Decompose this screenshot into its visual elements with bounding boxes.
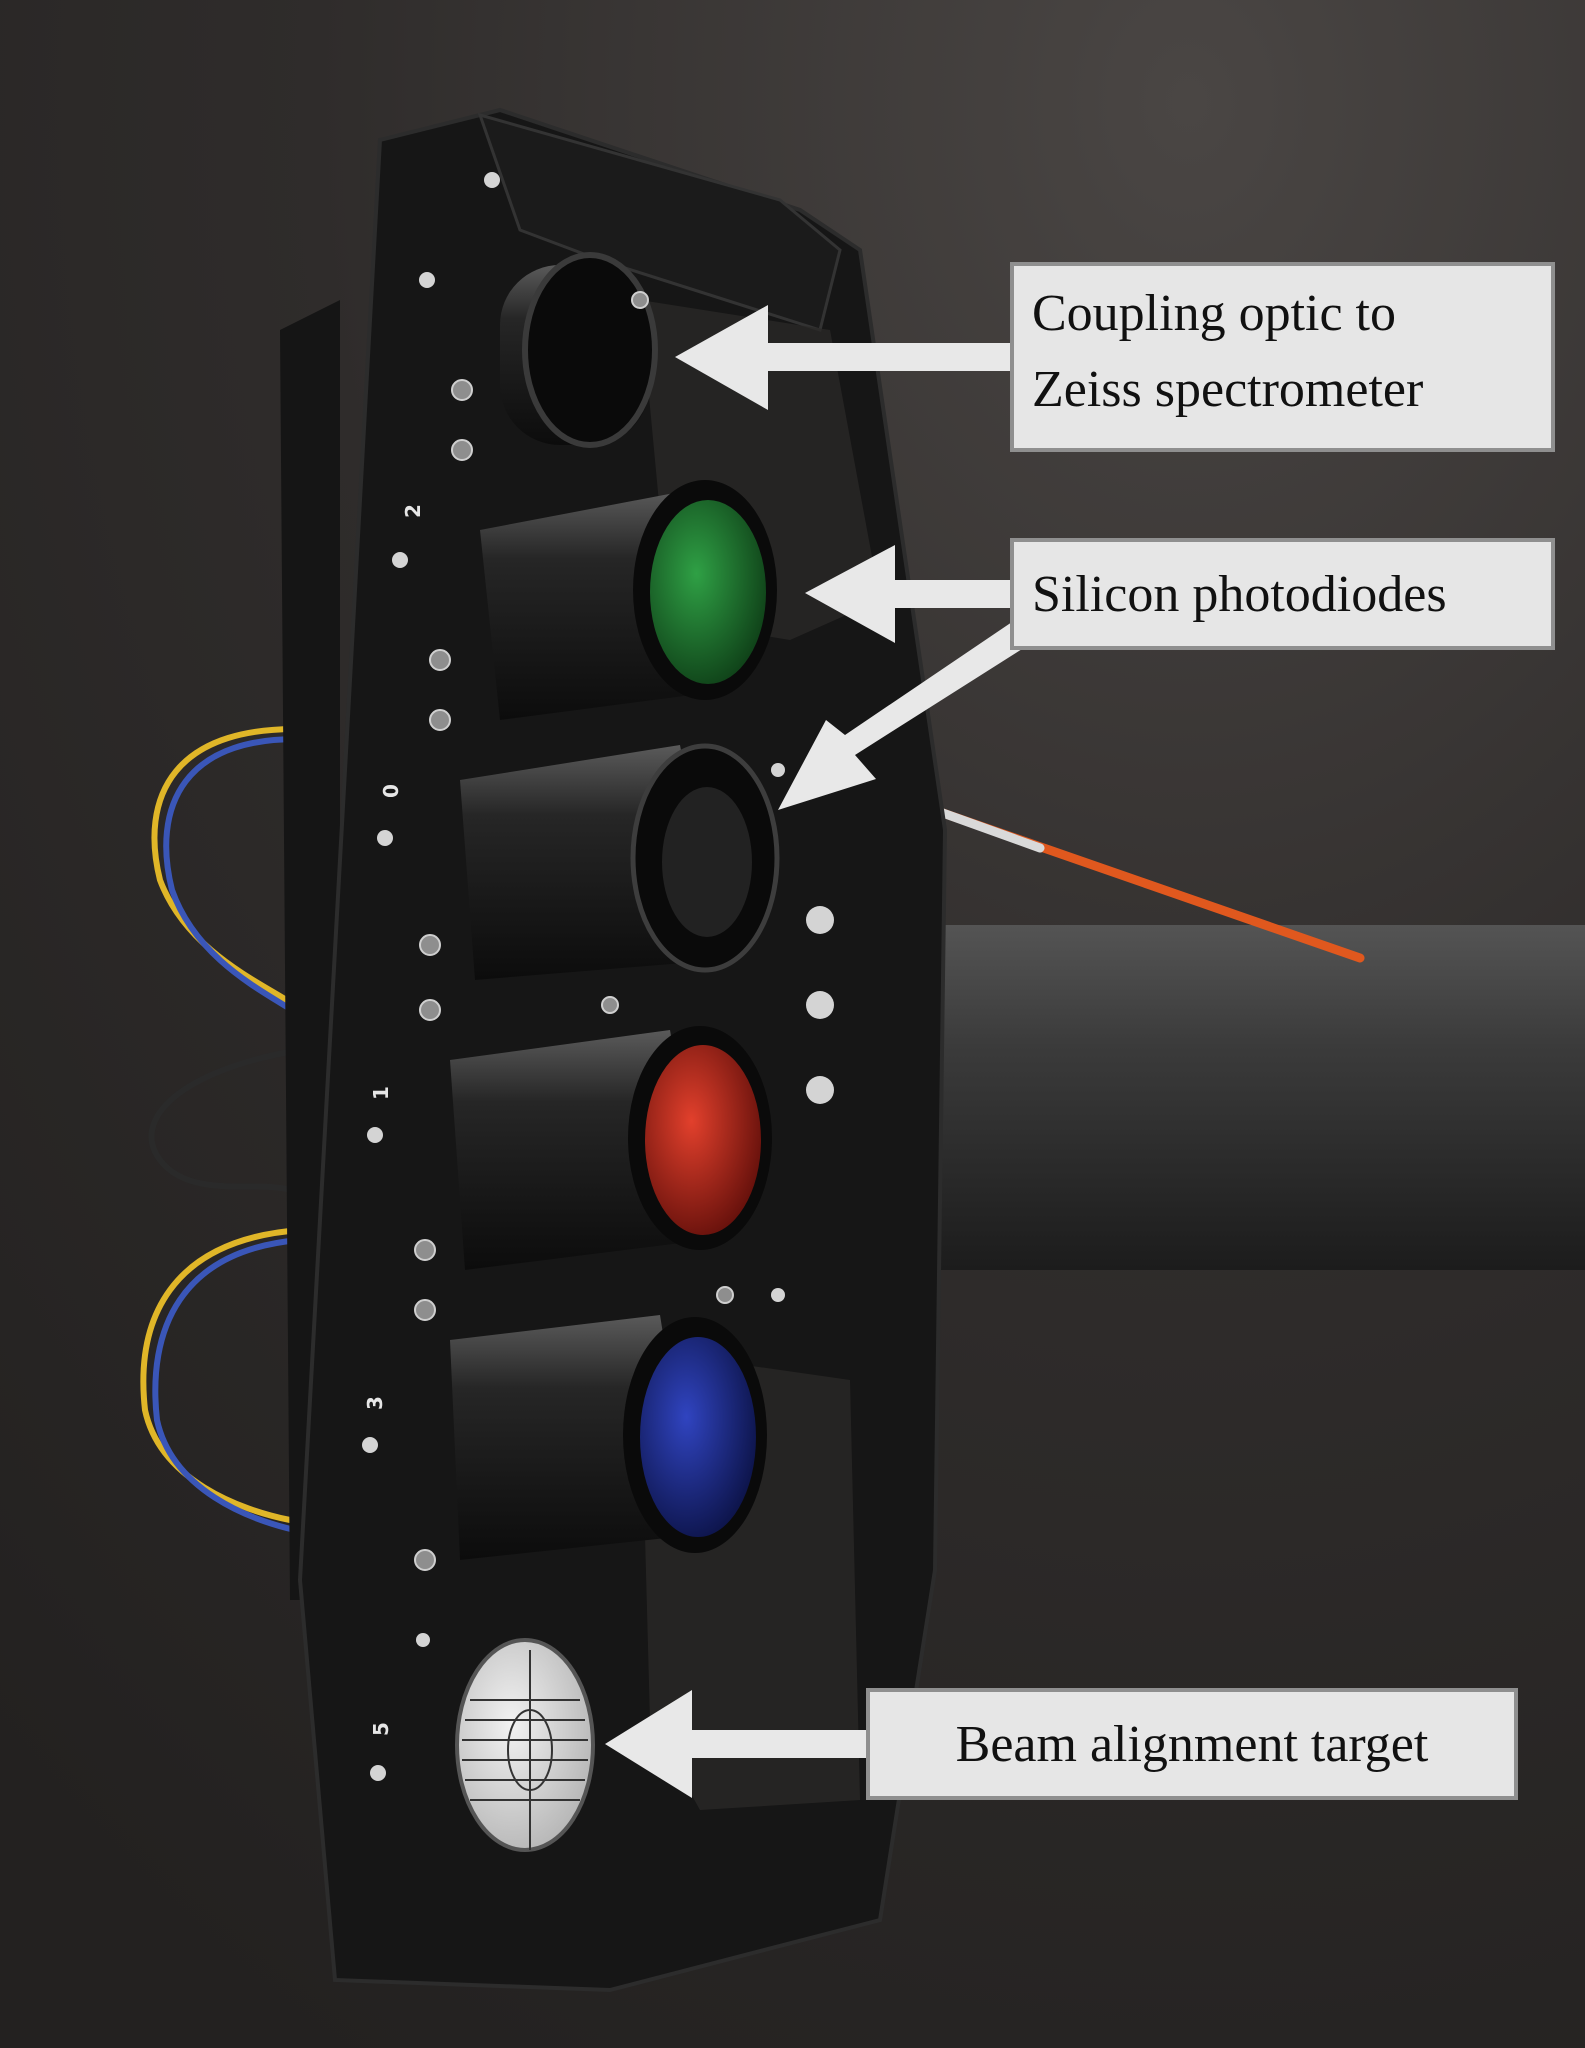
photodiode-blue bbox=[450, 1315, 767, 1560]
support-tube bbox=[885, 925, 1585, 1270]
coupling-optic bbox=[500, 252, 658, 448]
beam-target bbox=[455, 1638, 595, 1852]
plate-marking-2: 2 bbox=[401, 504, 425, 518]
plate-markings: 2 0 1 3 5 bbox=[363, 504, 425, 1736]
optical-fiber bbox=[935, 807, 1365, 963]
label-coupling-optic-line2: Zeiss spectrometer bbox=[1032, 361, 1424, 418]
plate-marking-5: 5 bbox=[369, 1722, 393, 1736]
label-silicon-photodiodes: Silicon photodiodes bbox=[1010, 538, 1555, 650]
holes bbox=[362, 172, 834, 1781]
cables bbox=[140, 726, 319, 1533]
plate-marking-0: 0 bbox=[379, 784, 403, 798]
photodiode-green bbox=[480, 480, 777, 720]
plate-marking-3: 3 bbox=[363, 1396, 387, 1410]
label-coupling-optic-line1: Coupling optic to bbox=[1032, 285, 1396, 342]
annotation-arrows bbox=[605, 305, 1030, 1798]
label-beam-alignment-target: Beam alignment target bbox=[866, 1688, 1518, 1800]
plate-marking-1: 1 bbox=[369, 1086, 393, 1100]
photodiode-red bbox=[450, 1026, 772, 1270]
label-coupling-optic: Coupling optic to Zeiss spectrometer bbox=[1010, 262, 1555, 452]
screws bbox=[414, 291, 734, 1571]
photodiode-center bbox=[460, 743, 780, 980]
